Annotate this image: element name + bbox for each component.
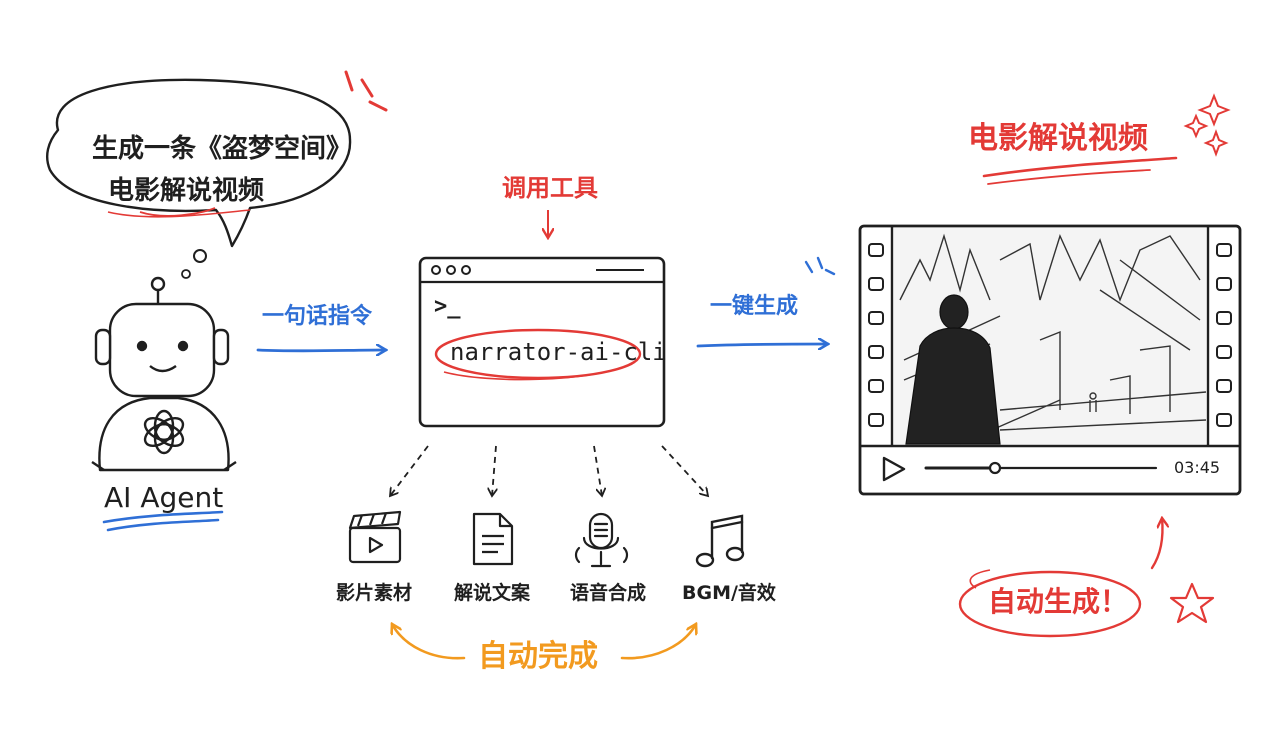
music-note-icon <box>695 514 745 568</box>
film-strip-holes <box>868 243 1232 427</box>
clapperboard-icon <box>348 510 402 564</box>
video-player <box>858 224 1242 496</box>
terminal-command: narrator-ai-cli <box>450 338 667 366</box>
output-dashed-arrows <box>390 445 708 496</box>
output-label-footage: 影片素材 <box>336 582 413 604</box>
silhouette-figure <box>905 294 1001 445</box>
sparkle-icon <box>1183 93 1231 157</box>
robot-agent <box>91 276 237 472</box>
star-icon <box>1169 582 1215 624</box>
document-icon <box>472 512 514 566</box>
arrow-auto-complete-left <box>392 624 466 660</box>
video-duration: 03:45 <box>1174 458 1221 477</box>
video-title: 电影解说视频 <box>968 121 1148 156</box>
auto-generate-ellipse-tail <box>969 569 991 589</box>
agent-label: AI Agent <box>104 481 224 514</box>
auto-generate-label: 自动生成！ <box>988 585 1129 618</box>
auto-complete-label: 自动完成 <box>478 639 598 674</box>
arrow-auto-complete-right <box>620 624 696 660</box>
generate-spark-marks <box>804 256 836 276</box>
emphasis-marks <box>344 70 388 112</box>
speech-bubble <box>46 78 352 279</box>
bubble-text-line1: 生成一条《盗梦空间》 <box>92 134 353 164</box>
auto-generate-ellipse <box>958 570 1142 638</box>
play-icon <box>882 456 906 482</box>
tool-call-label: 调用工具 <box>502 174 598 202</box>
output-label-script: 解说文案 <box>454 582 531 604</box>
microphone-icon <box>574 512 629 568</box>
output-label-voice: 语音合成 <box>570 582 647 604</box>
video-title-underline <box>982 156 1178 178</box>
openai-knot-icon <box>143 409 185 455</box>
arrow-generate-label: 一键生成 <box>710 294 799 319</box>
arrow-command <box>256 350 386 351</box>
terminal-prompt: >_ <box>434 294 461 319</box>
terminal-window <box>418 256 666 428</box>
bubble-text-line2: 电影解说视频 <box>108 176 265 206</box>
arrow-command-label: 一句话指令 <box>262 304 373 329</box>
output-label-bgm: BGM/音效 <box>682 582 776 604</box>
video-title-underline-2 <box>987 169 1151 185</box>
arrow-auto-generate <box>1150 518 1163 570</box>
arrow-generate <box>696 344 828 346</box>
progress-knob <box>988 461 1002 475</box>
agent-label-underline <box>102 510 224 532</box>
